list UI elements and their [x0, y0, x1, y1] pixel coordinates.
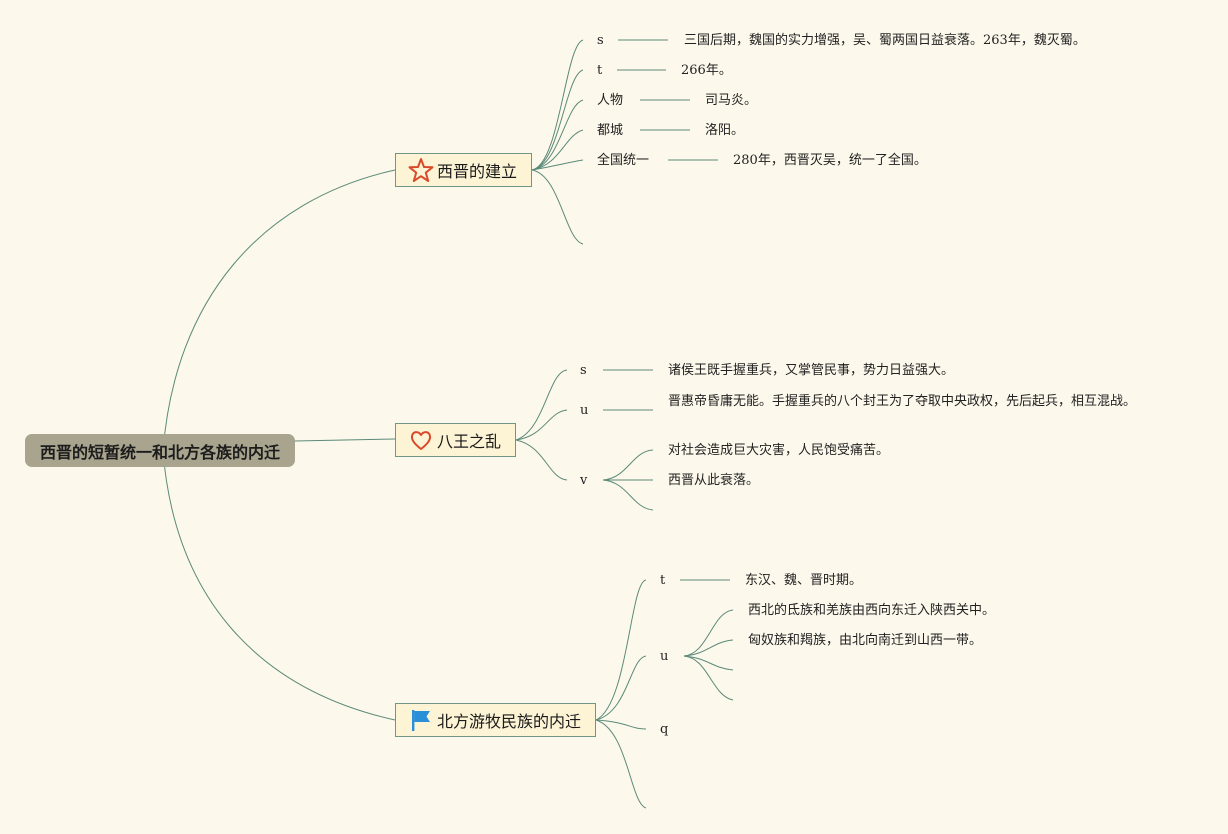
branch-subtext[interactable]: 西晋从此衰落。: [668, 473, 760, 488]
branch-text[interactable]: 三国后期，魏国的实力增强，吴、蜀两国日益衰落。263年，魏灭蜀。: [684, 33, 1086, 48]
branch-subtext[interactable]: 对社会造成巨大灾害，人民饱受痛苦。: [668, 443, 890, 458]
branch-text[interactable]: 266年。: [681, 63, 732, 78]
topic-label: 八王之乱: [437, 432, 502, 451]
branch-label[interactable]: q: [660, 722, 669, 737]
branch-label[interactable]: u: [580, 403, 589, 418]
heart-icon: [408, 427, 434, 453]
branch-text[interactable]: 晋惠帝昏庸无能。手握重兵的八个封王为了夺取中央政权，先后起兵，相互混战。: [668, 394, 1137, 409]
branch-text[interactable]: 司马炎。: [705, 93, 758, 108]
topic-label: 北方游牧民族的内迁: [437, 712, 582, 731]
branch-label[interactable]: 人物: [597, 93, 624, 108]
branch-subtext[interactable]: 匈奴族和羯族，由北向南迁到山西一带。: [748, 633, 983, 648]
topic-nomadic-migration[interactable]: 北方游牧民族的内迁: [395, 703, 596, 737]
branch-label[interactable]: 全国统一: [597, 153, 650, 168]
branch-text[interactable]: 280年，西晋灭吴，统一了全国。: [733, 153, 927, 168]
branch-text[interactable]: 东汉、魏、晋时期。: [745, 573, 863, 588]
branch-label[interactable]: s: [597, 33, 604, 48]
star-icon: [408, 157, 434, 183]
branch-label[interactable]: t: [597, 63, 603, 78]
topic-war-of-eight-princes[interactable]: 八王之乱: [395, 423, 516, 457]
branch-label[interactable]: t: [660, 573, 666, 588]
topic-western-jin-founding[interactable]: 西晋的建立: [395, 153, 532, 187]
flag-icon: [408, 707, 434, 733]
branch-subtext[interactable]: 西北的氐族和羌族由西向东迁入陕西关中。: [748, 603, 996, 618]
branch-label[interactable]: v: [580, 473, 588, 488]
branch-label[interactable]: 都城: [597, 123, 624, 138]
topic-label: 西晋的建立: [437, 162, 518, 181]
root-topic[interactable]: 西晋的短暂统一和北方各族的内迁: [25, 434, 295, 467]
branch-label[interactable]: s: [580, 363, 587, 378]
branch-label[interactable]: u: [660, 649, 669, 664]
branch-text[interactable]: 诸侯王既手握重兵，又掌管民事，势力日益强大。: [668, 363, 955, 378]
branch-text[interactable]: 洛阳。: [705, 123, 745, 138]
